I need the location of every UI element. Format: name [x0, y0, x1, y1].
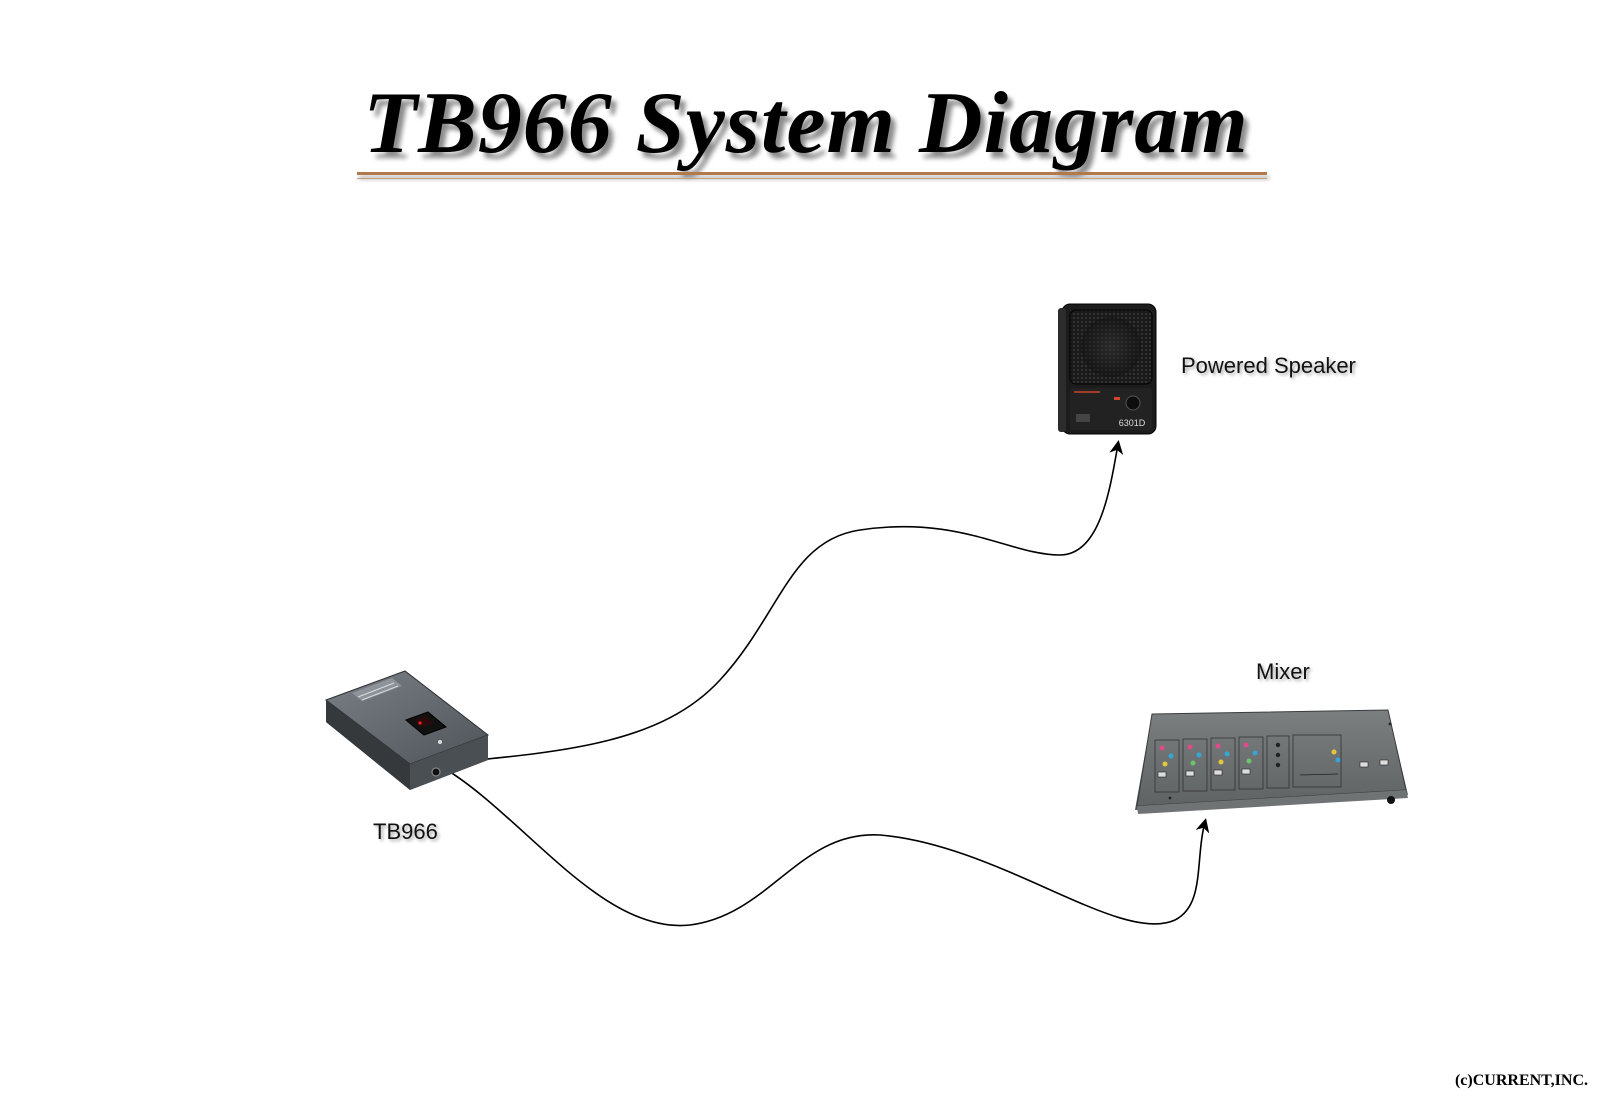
powered-speaker-label: Powered Speaker [1181, 353, 1356, 378]
mixer-channel-strips [1154, 734, 1342, 793]
title-underline [357, 172, 1267, 175]
mixer-faders [1157, 759, 1389, 778]
powered-speaker-device: 6301D [1058, 303, 1157, 435]
mixer-device [1135, 709, 1408, 814]
tb966-label: TB966 [373, 819, 438, 844]
mixer-label: Mixer [1256, 659, 1310, 684]
title-underline-thin [357, 178, 1267, 179]
mixer-knobs [1159, 742, 1341, 768]
tb966-device [324, 670, 490, 790]
copyright-notice: (c)CURRENT,INC. [1454, 1072, 1588, 1089]
diagram-title: TB966 System Diagram [363, 75, 1249, 172]
cable-to-speaker [436, 440, 1124, 765]
cable-to-mixer [436, 763, 1210, 927]
speaker-model-text: 6301D [1119, 418, 1146, 428]
